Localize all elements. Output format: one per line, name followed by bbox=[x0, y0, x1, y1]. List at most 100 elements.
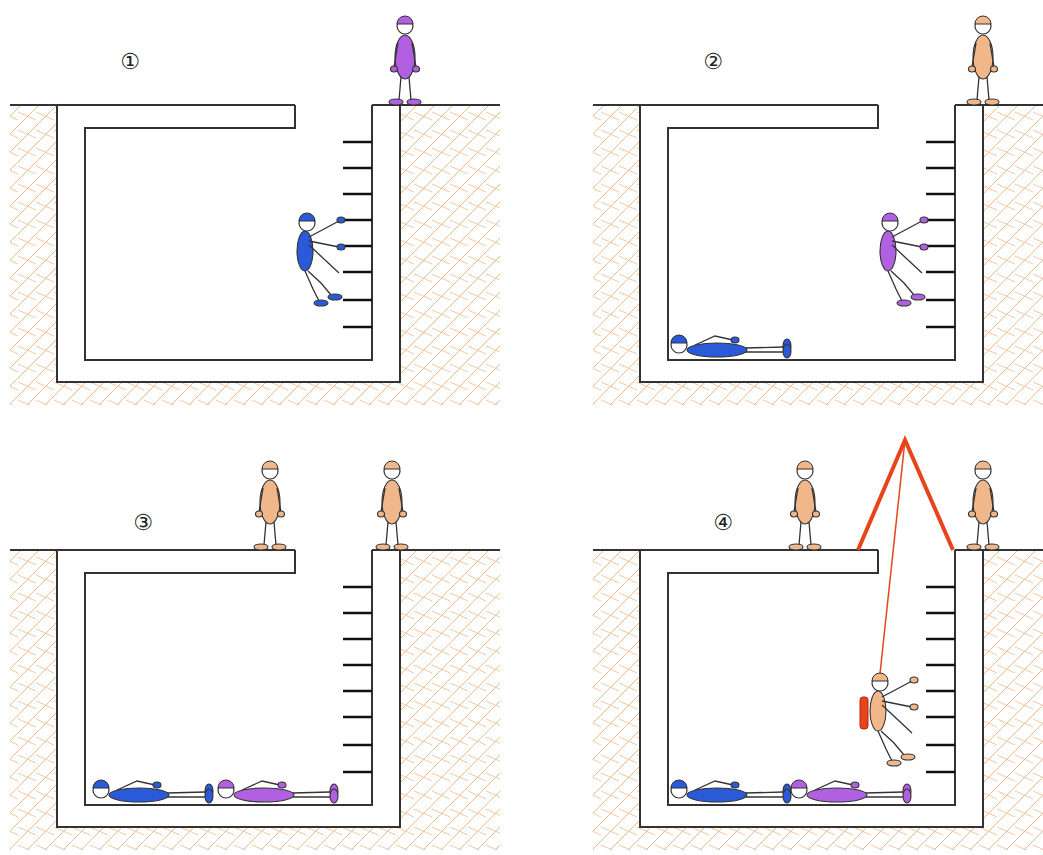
foot bbox=[901, 754, 915, 760]
shaft-inner-wall bbox=[668, 550, 955, 805]
standing-worker bbox=[254, 461, 286, 550]
arm bbox=[892, 245, 922, 273]
panel-number: ③ bbox=[133, 512, 153, 534]
soil-hatching bbox=[593, 105, 1043, 405]
arm bbox=[381, 488, 385, 512]
ground-line bbox=[10, 549, 500, 551]
foot bbox=[389, 99, 403, 105]
hand bbox=[910, 704, 918, 710]
collapsed-worker bbox=[671, 335, 791, 358]
body bbox=[880, 231, 896, 271]
arm bbox=[259, 488, 263, 512]
shaft-inner-wall bbox=[85, 105, 372, 360]
hand bbox=[413, 66, 420, 72]
body bbox=[234, 788, 294, 802]
body bbox=[109, 788, 169, 802]
body bbox=[973, 480, 993, 524]
ladder-rung bbox=[926, 612, 955, 615]
ladder-rung bbox=[343, 167, 372, 170]
shaft-body bbox=[57, 550, 400, 827]
foot bbox=[407, 99, 421, 105]
foot bbox=[328, 294, 342, 300]
shaft-outer-wall bbox=[640, 550, 983, 827]
hand bbox=[278, 782, 286, 788]
breathing-apparatus bbox=[860, 697, 868, 729]
hand bbox=[791, 511, 798, 517]
leg bbox=[881, 731, 904, 755]
ground-line bbox=[10, 104, 500, 106]
foot bbox=[254, 544, 268, 550]
ladder-rung bbox=[926, 326, 955, 329]
leg bbox=[987, 77, 989, 100]
leg bbox=[891, 271, 914, 295]
soil-hatching bbox=[593, 550, 1043, 850]
standing-worker bbox=[376, 461, 408, 550]
leg bbox=[745, 351, 783, 352]
body bbox=[687, 788, 747, 802]
ladder-rung bbox=[926, 690, 955, 693]
ladder-rung bbox=[343, 771, 372, 774]
arm bbox=[399, 488, 403, 512]
arm bbox=[412, 43, 416, 67]
arm bbox=[990, 43, 994, 67]
hand bbox=[991, 511, 998, 517]
shaft-panel bbox=[593, 105, 1043, 405]
arm bbox=[309, 245, 339, 273]
hand bbox=[391, 66, 398, 72]
climbing-worker bbox=[860, 673, 918, 766]
foot bbox=[911, 294, 925, 300]
arm bbox=[812, 488, 816, 512]
leg bbox=[799, 522, 801, 545]
leg bbox=[274, 522, 276, 545]
body bbox=[382, 480, 402, 524]
helmet bbox=[791, 780, 807, 788]
foot bbox=[783, 344, 791, 358]
body bbox=[807, 788, 867, 802]
ladder-rung bbox=[343, 271, 372, 274]
hand bbox=[278, 511, 285, 517]
leg bbox=[167, 796, 205, 797]
ladder-rung bbox=[926, 638, 955, 641]
tripod bbox=[858, 440, 953, 683]
arm bbox=[309, 241, 339, 247]
hand bbox=[851, 782, 859, 788]
ladder-rung bbox=[926, 271, 955, 274]
hand bbox=[378, 511, 385, 517]
shaft-outer-wall bbox=[57, 105, 400, 382]
ladder-rung bbox=[343, 141, 372, 144]
shaft-panel bbox=[593, 550, 1043, 850]
ladder-rung bbox=[343, 586, 372, 589]
leg bbox=[409, 77, 411, 100]
leg bbox=[292, 796, 330, 797]
helmet bbox=[218, 780, 234, 788]
foot bbox=[985, 99, 999, 105]
ladder-rung bbox=[926, 664, 955, 667]
leg bbox=[399, 77, 401, 100]
ladder-rung bbox=[343, 193, 372, 196]
collapsed-worker bbox=[671, 780, 791, 803]
hand bbox=[991, 66, 998, 72]
foot bbox=[887, 760, 901, 766]
panel-number: ② bbox=[703, 51, 723, 73]
foot bbox=[394, 544, 408, 550]
hand bbox=[153, 782, 161, 788]
helmet bbox=[262, 461, 278, 469]
tripod-legs bbox=[858, 440, 953, 550]
foot bbox=[985, 544, 999, 550]
hand bbox=[400, 511, 407, 517]
shaft-outer-wall bbox=[57, 550, 400, 827]
foot bbox=[789, 544, 803, 550]
climbing-worker bbox=[297, 213, 345, 306]
foot bbox=[314, 300, 328, 306]
hand bbox=[337, 217, 345, 223]
body bbox=[870, 691, 886, 731]
collapsed-worker bbox=[93, 780, 213, 803]
arm bbox=[277, 488, 281, 512]
helmet bbox=[671, 780, 687, 788]
ladder-rung bbox=[926, 219, 955, 222]
helmet bbox=[975, 461, 991, 469]
hand bbox=[969, 66, 976, 72]
leg bbox=[745, 792, 783, 793]
leg bbox=[292, 792, 330, 793]
